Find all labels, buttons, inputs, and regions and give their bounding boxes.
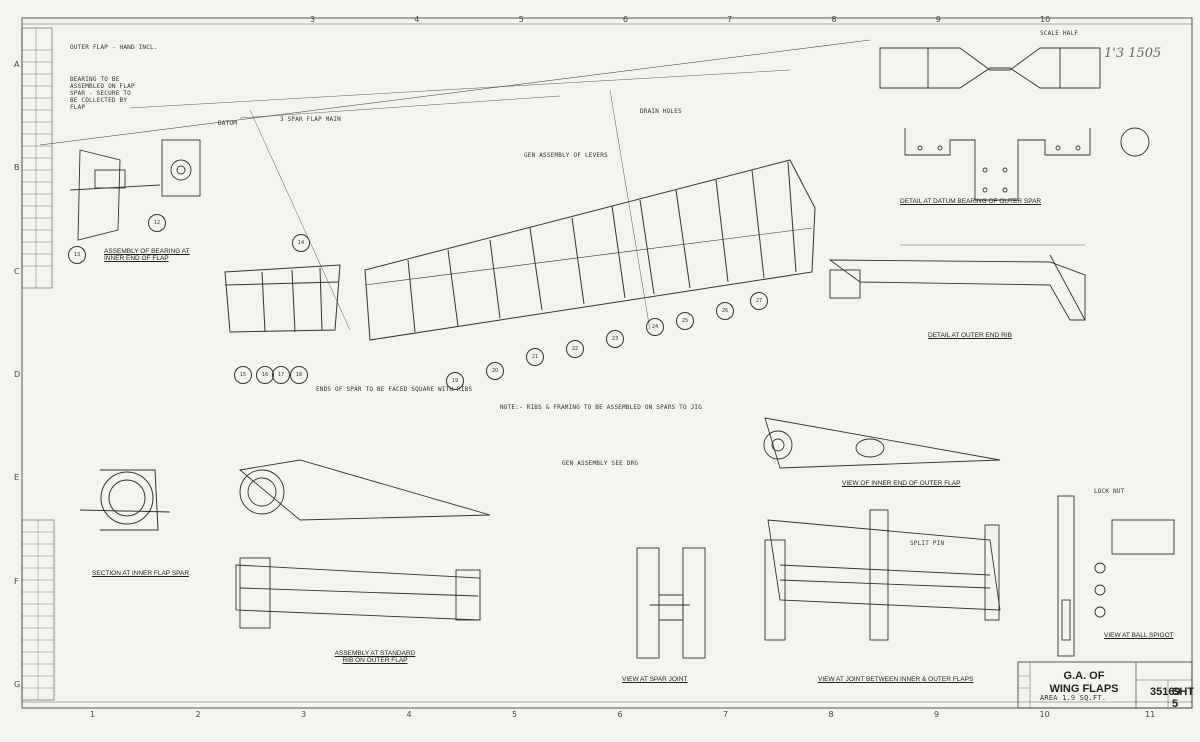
title-inner-flap-spar: SECTION AT INNER FLAP SPAR [92, 570, 190, 577]
part-callout: 27 [750, 292, 768, 310]
part-callout: 15 [234, 366, 252, 384]
sheet-border [21, 17, 1193, 709]
bottom-column-number: 8 [828, 710, 834, 719]
title-outer-end-rib: DETAIL AT OUTER END RIB [928, 332, 1012, 339]
part-callout: 17 [272, 366, 290, 384]
outer-flap-outline [364, 159, 816, 341]
part-callout: 23 [606, 330, 624, 348]
title-joint-inner-outer: VIEW AT JOINT BETWEEN INNER & OUTER FLAP… [818, 676, 974, 683]
title-standard-rib: ASSEMBLY AT STANDARD RIB ON OUTER FLAP [334, 650, 416, 664]
title-bearing-assembly: ASSEMBLY OF BEARING AT INNER END OF FLAP [104, 248, 190, 262]
note-levers: GEN ASSEMBLY OF LEVERS [524, 152, 608, 159]
row-letter: B [14, 163, 20, 173]
bottom-column-number: 2 [195, 710, 201, 719]
drawing-title-line1: G.A. OF [1063, 670, 1105, 682]
part-callout: 13 [68, 246, 86, 264]
part-callout: 26 [716, 302, 734, 320]
note-spar: 3 SPAR FLAP MAIN [280, 116, 341, 123]
bottom-column-number: 7 [723, 710, 729, 719]
part-callout: 21 [526, 348, 544, 366]
row-letter: C [14, 266, 20, 276]
standard-rib-drawing [235, 459, 491, 629]
drawing-title: G.A. OF WING FLAPS [1036, 670, 1132, 696]
inner-end-outer-flap-drawing [763, 417, 1001, 469]
column-number: 9 [935, 15, 941, 24]
column-number: 10 [1040, 15, 1051, 24]
title-inner-end-outer-flap: VIEW OF INNER END OF OUTER FLAP [842, 480, 961, 487]
title-datum-bearing: DETAIL AT DATUM BEARING OF OUTER SPAR [900, 198, 1042, 205]
part-callout: 19 [446, 372, 464, 390]
column-number: 7 [727, 15, 733, 24]
row-letter: E [14, 473, 20, 483]
bottom-column-number: 10 [1039, 710, 1050, 719]
row-letter: D [14, 370, 21, 379]
column-number: 4 [414, 15, 420, 24]
row-letter: G [14, 680, 21, 689]
title-spar-joint: VIEW AT SPAR JOINT [622, 676, 688, 683]
part-callout: 20 [486, 362, 504, 380]
bottom-column-number: 3 [301, 710, 307, 719]
scale-note: SCALE HALF [1040, 30, 1079, 37]
note-gen-assy: GEN ASSEMBLY SEE DRG [562, 460, 639, 467]
bottom-column-number: 5 [512, 710, 518, 719]
note-split-pin: SPLIT PIN [910, 540, 945, 547]
title-block [1017, 661, 1193, 709]
note-lock-nut: LOCK NUT [1094, 488, 1125, 495]
note-datum: DATUM [218, 120, 238, 127]
handwritten-reference: 1'3 1505 [1104, 46, 1162, 61]
bottom-column-number: 11 [1145, 710, 1156, 719]
part-callout: 22 [566, 340, 584, 358]
datum-bearing-drawing [879, 47, 1150, 201]
bottom-column-number: 1 [90, 710, 96, 719]
sheet-number: SHT 5 [1172, 686, 1194, 710]
top-left-note: OUTER FLAP - HAND INCL. [70, 44, 158, 51]
ball-spigot-drawing [1057, 495, 1175, 657]
note-drain: DRAIN HOLES [640, 108, 682, 115]
part-callout: 25 [676, 312, 694, 330]
part-callout: 24 [646, 318, 664, 336]
column-number: 8 [831, 15, 837, 24]
column-number: 5 [518, 15, 524, 24]
note-spar-ends: ENDS OF SPAR TO BE FACED SQUARE WITH RIB… [316, 386, 473, 393]
area-note: AREA 1.9 SQ.FT. [1040, 694, 1107, 702]
part-callout: 14 [292, 234, 310, 252]
column-number: 6 [622, 15, 628, 24]
part-callout: 18 [290, 366, 308, 384]
row-letter: F [14, 576, 19, 586]
spar-joint-drawing [636, 547, 706, 659]
note-bearing: BEARING TO BE ASSEMBLED ON FLAP SPAR - S… [70, 76, 135, 111]
joint-inner-outer-drawing [764, 509, 1001, 641]
bottom-column-number: 4 [406, 710, 412, 719]
datum-line [39, 39, 871, 146]
title-ball-spigot: VIEW AT BALL SPIGOT [1104, 632, 1174, 639]
inner-spar-section-drawing [79, 469, 171, 531]
row-letter: A [14, 60, 20, 69]
drawing-number: 35169 [1150, 686, 1181, 698]
outer-end-rib-drawing [828, 244, 1086, 321]
column-number: 3 [310, 15, 316, 24]
inner-flap-outline [224, 264, 341, 333]
drawing-title-line2: WING FLAPS [1049, 683, 1119, 695]
bottom-column-number: 6 [617, 710, 623, 719]
note-ribs: NOTE:- RIBS & FRAMING TO BE ASSEMBLED ON… [500, 404, 703, 411]
part-callout: 12 [148, 214, 166, 232]
bearing-assembly-drawing [69, 139, 201, 241]
bottom-column-number: 9 [934, 710, 940, 719]
